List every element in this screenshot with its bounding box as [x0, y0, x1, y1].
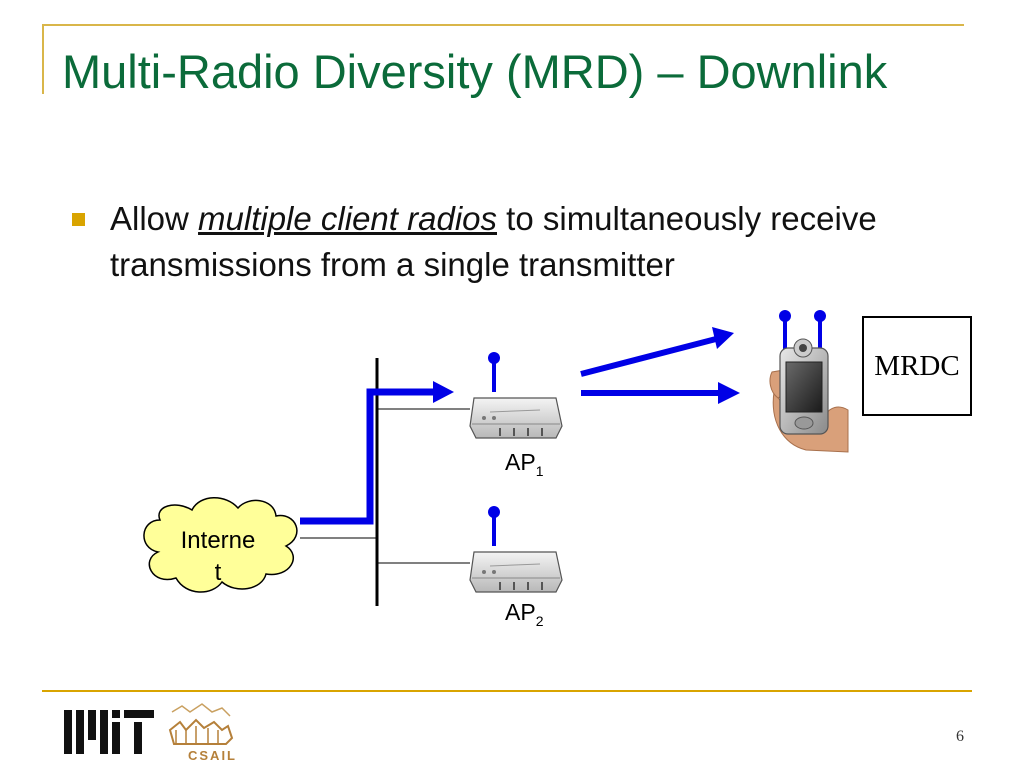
internet-label-line2: t — [215, 559, 222, 586]
bullet-suffix: to simultaneously receive transmissions … — [110, 200, 877, 283]
ap1-label-main: AP — [505, 449, 536, 475]
ap1-arrowhead — [433, 381, 454, 403]
ap2-router-icon — [469, 506, 563, 593]
downlink-path — [300, 388, 435, 525]
wireless-arrowhead-upper — [712, 327, 734, 349]
ap2-label: AP2 — [505, 599, 544, 629]
handheld-device-icon — [769, 310, 849, 453]
ap2-label-main: AP — [505, 599, 536, 625]
page-number: 6 — [956, 728, 964, 745]
ap1-router-icon — [469, 352, 563, 439]
footer-logos: CSAIL — [64, 703, 237, 763]
bullet-prefix: Allow — [110, 200, 189, 237]
mrdc-box: MRDC — [862, 316, 972, 416]
bullet-text: Allow multiple client radios to simultan… — [110, 196, 960, 288]
internet-label-line1: Interne — [181, 527, 256, 554]
wireless-arrowhead-lower — [718, 382, 740, 404]
csail-logo-text: CSAIL — [188, 748, 237, 763]
csail-logo-icon — [168, 703, 234, 745]
slide-title: Multi-Radio Diversity (MRD) – Downlink — [62, 45, 888, 98]
ap1-label: AP1 — [505, 449, 544, 479]
frame-left-rule — [42, 24, 44, 94]
bullet-square-icon — [72, 213, 85, 226]
wireless-arrow-upper — [580, 336, 717, 377]
footer-rule — [42, 690, 972, 692]
ap1-label-sub: 1 — [536, 463, 544, 479]
frame-top-rule — [42, 24, 964, 26]
ap2-label-sub: 2 — [536, 613, 544, 629]
mit-logo-icon — [64, 710, 154, 754]
internet-cloud-icon — [143, 497, 298, 593]
bullet-emphasis: multiple client radios — [198, 200, 497, 237]
